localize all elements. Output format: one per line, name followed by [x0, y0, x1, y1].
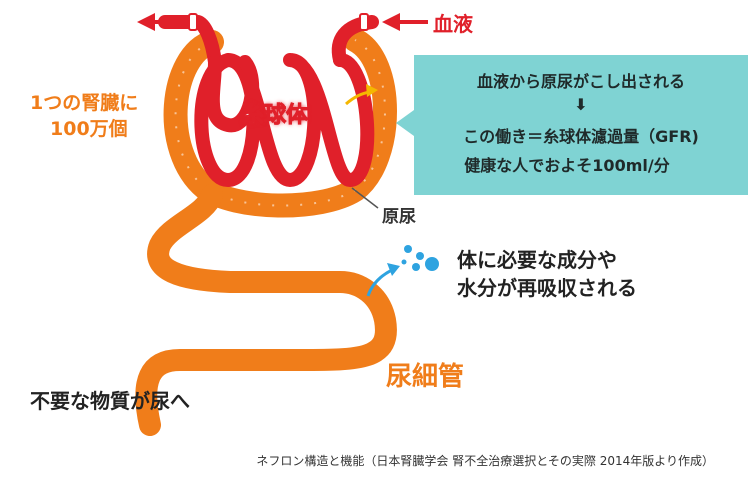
urine-leader-line	[351, 187, 379, 209]
info-line-gfr: この働き＝糸球体濾過量（GFR)	[463, 127, 699, 146]
source-caption: ネフロン構造と機能（日本腎臓学会 腎不全治療選択とその実際 2014年版より作成…	[256, 454, 714, 468]
bowmans-capsule	[163, 28, 397, 218]
renal-tubule	[135, 184, 397, 436]
info-down-arrow-icon: ⬇	[574, 95, 588, 114]
info-line-filtration: 血液から原尿がこし出される	[476, 72, 685, 91]
water-droplets-icon	[401, 245, 439, 271]
info-line-normal-value: 健康な人でおよそ100ml/分	[464, 156, 670, 175]
blood-in-arrow	[382, 13, 428, 31]
glomerulus-vessel	[158, 13, 379, 188]
glomerulus-label: 糸球体	[241, 103, 309, 129]
waste-label: 不要な物質が尿へ	[30, 389, 190, 413]
info-box-pointer	[396, 110, 414, 136]
blood-label: 血液	[433, 12, 473, 36]
count-label-line2: 100万個	[50, 118, 128, 140]
urine-label: 原尿	[382, 207, 416, 227]
gfr-info-box: 血液から原尿がこし出される ⬇ この働き＝糸球体濾過量（GFR) 健康な人でおよ…	[414, 55, 748, 195]
blood-out-arrow	[137, 13, 182, 31]
reabsorption-label-line1: 体に必要な成分や	[457, 248, 617, 272]
reabsorption-arrow	[366, 263, 400, 297]
glomerulus-pointer-arrow	[345, 84, 378, 106]
tubule-label: 尿細管	[386, 362, 465, 392]
reabsorption-label-line2: 水分が再吸収される	[457, 276, 637, 300]
count-label-line1: 1つの腎臓に	[30, 92, 139, 114]
